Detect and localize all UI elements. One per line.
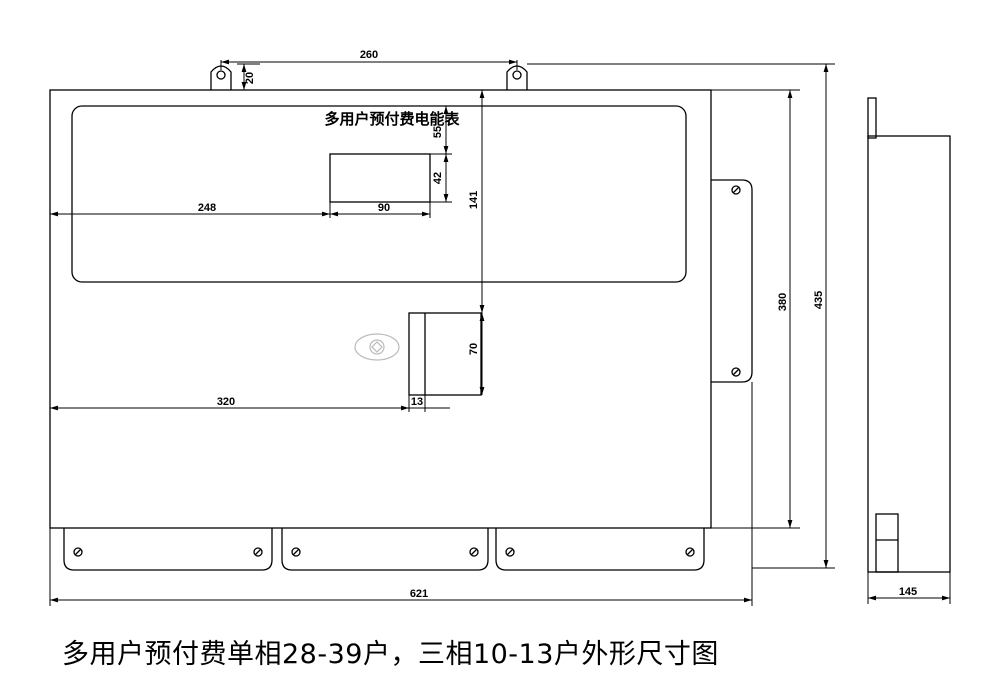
dim-label-20: 20	[244, 72, 256, 84]
dim-label-145: 145	[899, 586, 917, 598]
dim-label-90: 90	[378, 202, 390, 214]
dim-label-260: 260	[360, 49, 378, 61]
dim-label-13: 13	[411, 396, 423, 408]
panel-title: 多用户预付费电能表	[324, 110, 460, 128]
bottom-bracket-2	[281, 528, 489, 571]
side-view	[867, 97, 951, 573]
display-window-frame	[71, 105, 687, 283]
dim-label-248: 248	[198, 202, 216, 214]
dim-label-435: 435	[813, 291, 825, 309]
dim-label-320: 320	[217, 396, 235, 408]
dim-label-380: 380	[777, 293, 789, 311]
emblem-icon	[354, 333, 400, 361]
dim-label-42: 42	[432, 172, 444, 184]
dim-label-141: 141	[468, 191, 480, 209]
bottom-bracket-3	[495, 528, 705, 571]
dim-label-55: 55	[432, 126, 444, 138]
bottom-bracket-1	[63, 528, 273, 571]
figure-caption: 多用户预付费单相28-39户，三相10-13户外形尺寸图	[62, 639, 719, 670]
main-panel-outline	[49, 89, 712, 529]
dim-label-621: 621	[410, 588, 428, 600]
dim-label-70: 70	[468, 343, 480, 355]
lcd-window	[329, 153, 431, 203]
right-side-bracket	[711, 179, 753, 383]
